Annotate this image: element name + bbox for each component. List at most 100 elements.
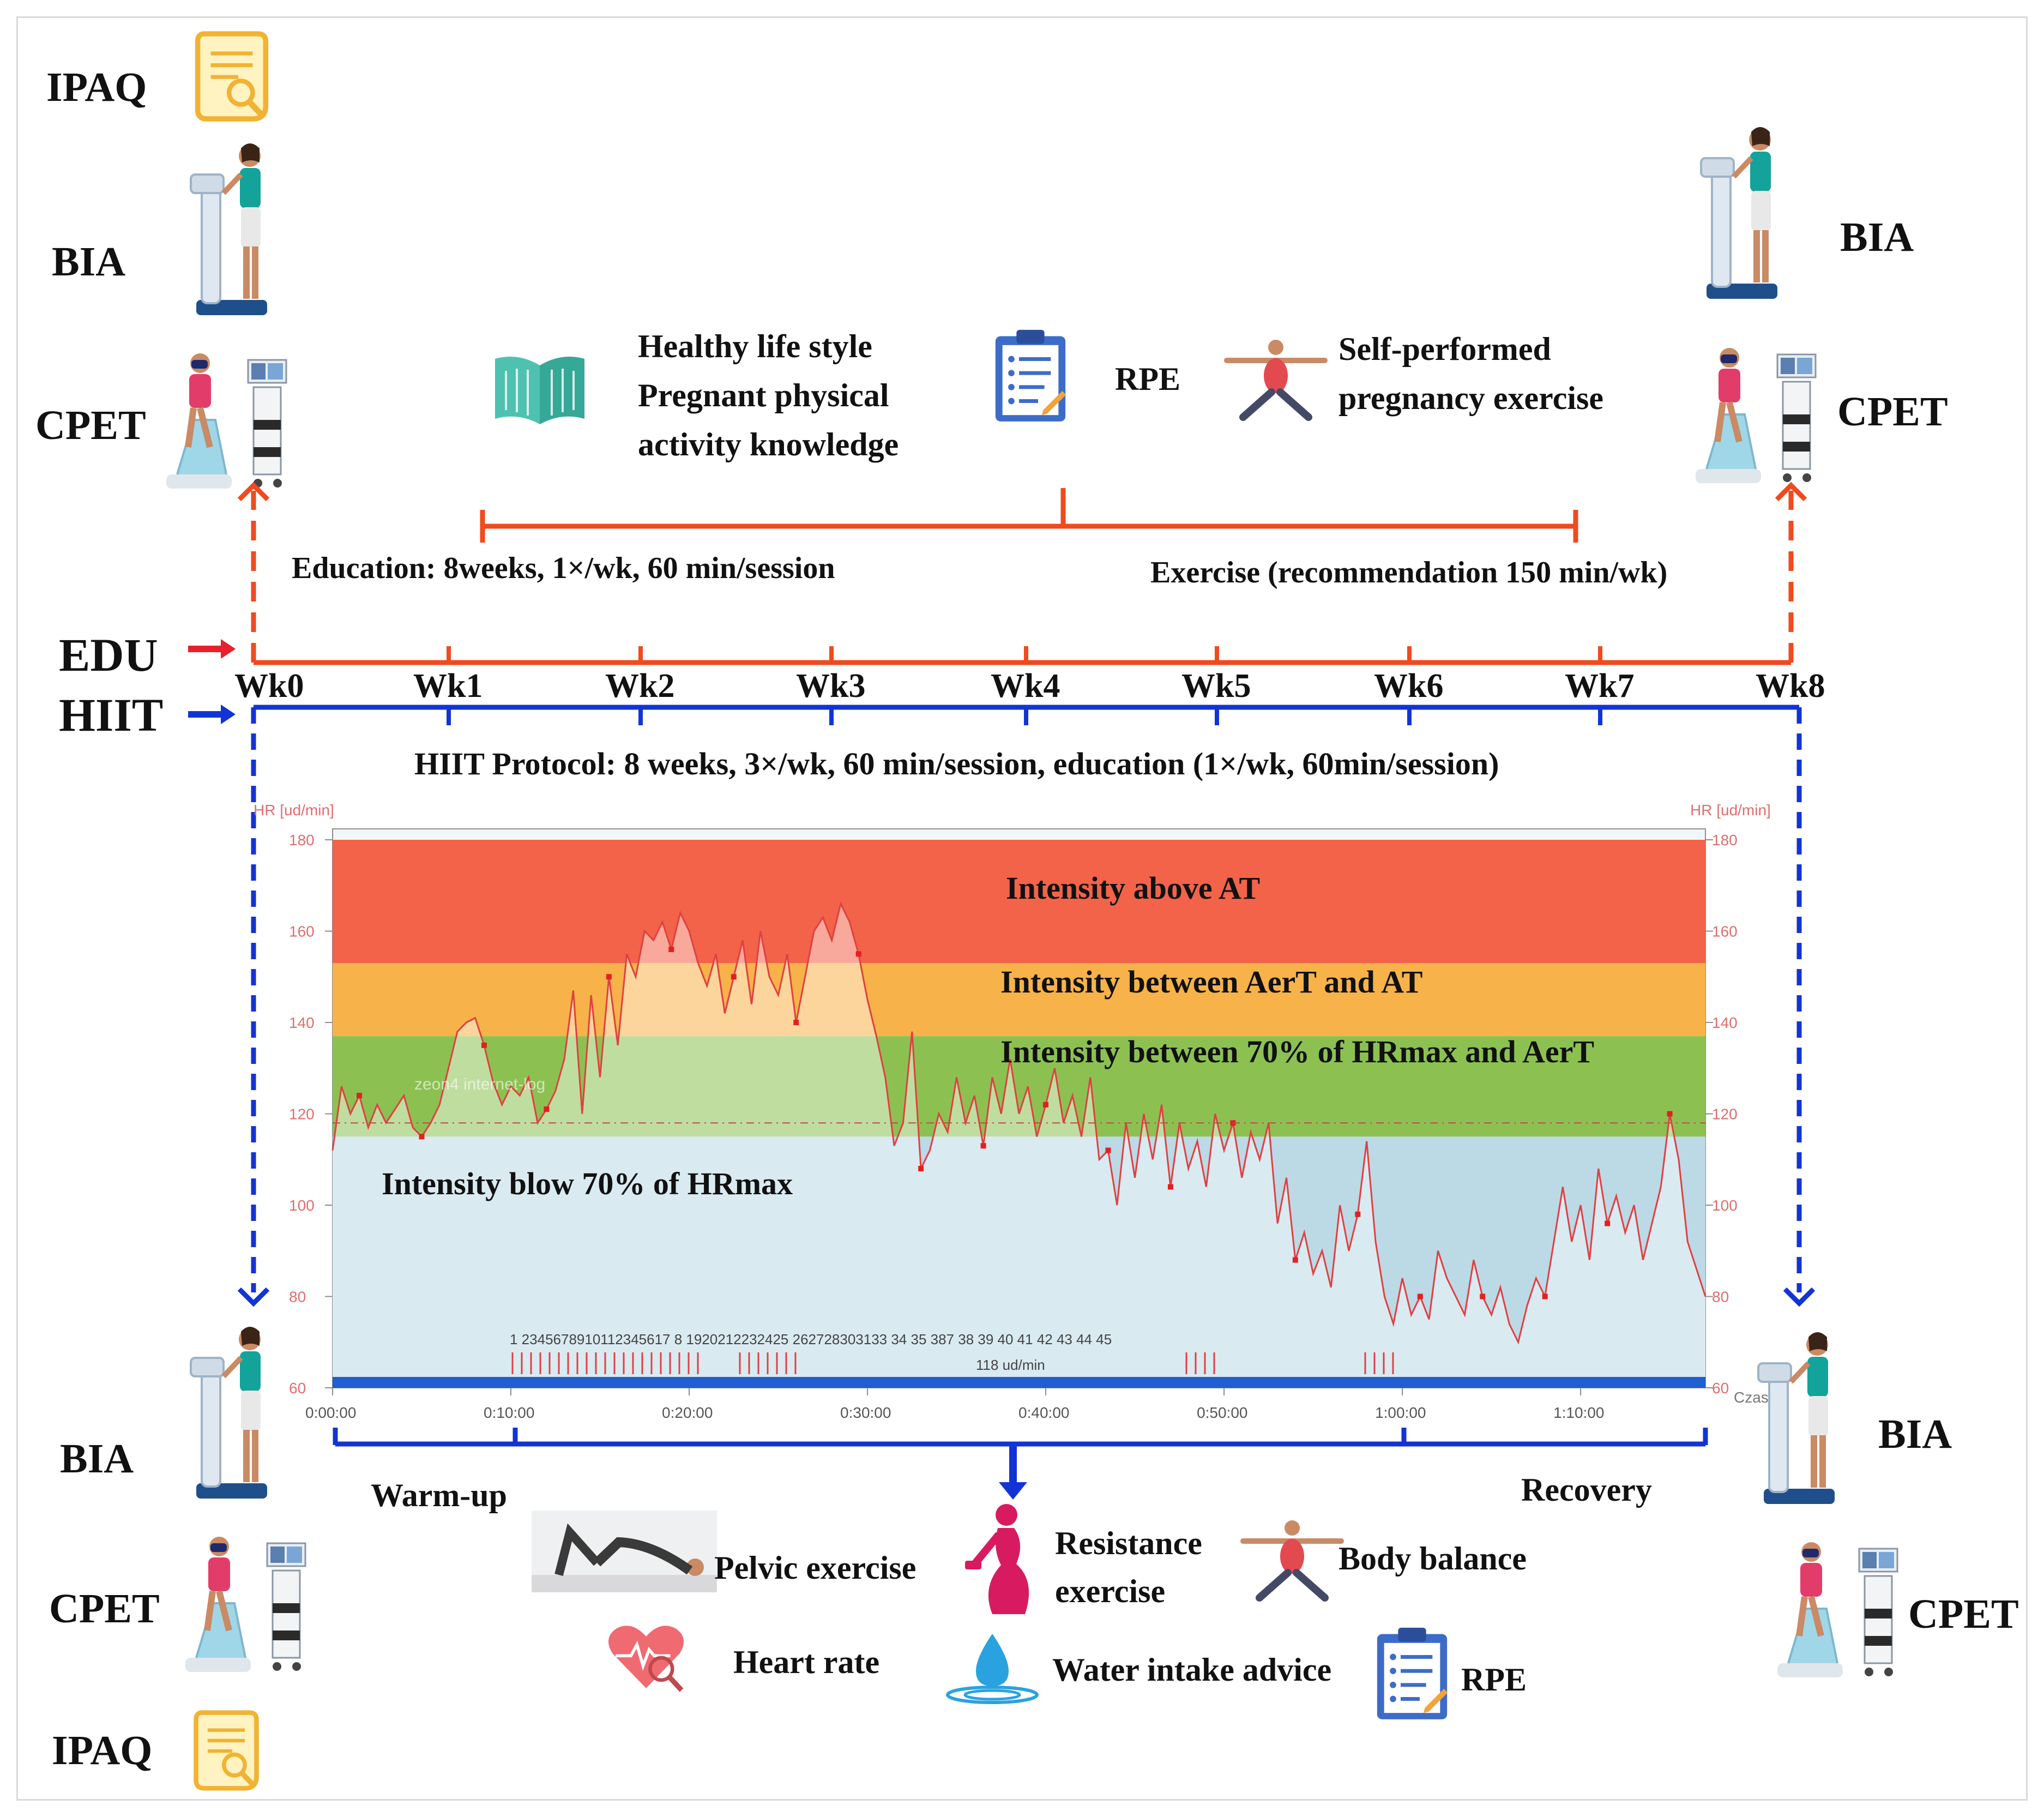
body-balance-icon xyxy=(1243,1520,1341,1598)
threshold-label: 118 ud/min xyxy=(976,1357,1045,1373)
heart-rate-marker-87 xyxy=(1105,1147,1111,1153)
week-label-wk1: Wk1 xyxy=(413,667,483,705)
topic-line-2: Pregnant physical xyxy=(638,377,889,413)
intensity-zone-0 xyxy=(333,840,1705,964)
topic-line-1: Healthy life style xyxy=(638,328,872,364)
edu-exercise-text: Exercise (recommendation 150 min/wk) xyxy=(1150,556,1667,589)
intensity-zone-2 xyxy=(333,1036,1705,1137)
cpet-label-top-left: CPET xyxy=(35,402,146,448)
bia-label-bottom-right: BIA xyxy=(1878,1411,1952,1457)
week-label-wk3: Wk3 xyxy=(796,667,865,705)
cpet-label-bottom-left: CPET xyxy=(49,1586,160,1632)
edu-arrow-to-cpet-left xyxy=(237,482,270,502)
clipboard-icon-bottom xyxy=(1377,1627,1448,1719)
y-tick-right-160: 160 xyxy=(1712,923,1738,940)
ipaq-label-top: IPAQ xyxy=(46,64,147,110)
recovery-label: Recovery xyxy=(1521,1472,1652,1508)
edu-arrow-to-cpet-right xyxy=(1775,482,1807,502)
clipboard-icon-top xyxy=(995,329,1066,422)
week-label-wk7: Wk7 xyxy=(1565,667,1634,705)
intensity-zone-3 xyxy=(333,1136,1705,1388)
heart-rate-marker-52 xyxy=(793,1020,799,1025)
bia-scale-icon-bottom-left xyxy=(191,1327,267,1499)
y-tick-left-160: 160 xyxy=(289,923,315,940)
pelvic-exercise-label: Pelvic exercise xyxy=(714,1550,916,1586)
heart-rate-marker-38 xyxy=(668,947,674,952)
hiit-protocol-text: HIIT Protocol: 8 weeks, 3×/wk, 60 min/se… xyxy=(414,746,1499,781)
y-tick-left-180: 180 xyxy=(289,832,315,849)
y-tick-right-180: 180 xyxy=(1712,832,1738,849)
y-tick-right-60: 60 xyxy=(1712,1380,1729,1397)
heart-rate-marker-45 xyxy=(731,974,737,980)
zone-label-2: Intensity between 70% of HRmax and AerT xyxy=(1000,1034,1594,1069)
bia-scale-icon-top-left xyxy=(191,143,267,315)
topic-line-3: activity knowledge xyxy=(638,426,899,462)
ipaq-label-bottom: IPAQ xyxy=(52,1728,152,1773)
lap-number-labels: 1 2345678910112345617 8 1920212232425 26… xyxy=(510,1331,1112,1347)
y-tick-right-100: 100 xyxy=(1712,1197,1738,1214)
heart-rate-line xyxy=(331,901,1707,1345)
x-tick-5: 0:50:00 xyxy=(1197,1404,1247,1421)
session-down-arrow-head xyxy=(999,1482,1027,1500)
bia-label-bottom-left: BIA xyxy=(60,1436,134,1482)
y-tick-left-80: 80 xyxy=(289,1289,306,1305)
y-tick-left-120: 120 xyxy=(289,1106,315,1123)
heart-rate-area xyxy=(333,904,1705,1388)
resistance-exercise-icon xyxy=(965,1504,1029,1614)
ipaq-doc-icon-bottom xyxy=(196,1713,257,1789)
resistance-line-1: Resistance xyxy=(1055,1525,1202,1561)
heart-rate-marker-10 xyxy=(419,1134,425,1140)
heart-rate-marker-3 xyxy=(357,1093,363,1098)
yoga-pose-icon-top xyxy=(1227,340,1325,417)
heart-rate-marker-24 xyxy=(544,1106,550,1112)
edu-arm-label: EDU xyxy=(59,629,158,681)
heart-rate-icon xyxy=(608,1626,684,1690)
heart-rate-marker-122 xyxy=(1417,1293,1423,1299)
heart-rate-marker-115 xyxy=(1355,1211,1361,1217)
hiit-arrow-to-bia-right xyxy=(1783,1287,1816,1307)
water-drop-icon xyxy=(948,1634,1037,1702)
x-tick-0: 0:00:00 xyxy=(305,1404,356,1421)
heart-rate-marker-17 xyxy=(481,1042,487,1048)
heart-rate-marker-129 xyxy=(1480,1293,1486,1299)
diagram-static-layer: IPAQBIACPETBIACPETBIACPETIPAQBIACPETHeal… xyxy=(35,34,2019,1788)
x-axis-label: Czas xyxy=(1734,1389,1769,1406)
x-tick-7: 1:10:00 xyxy=(1553,1404,1604,1421)
cpet-label-top-right: CPET xyxy=(1837,389,1948,435)
hiit-arrow-to-bia-left xyxy=(237,1287,270,1307)
week-label-wk5: Wk5 xyxy=(1181,667,1251,705)
pelvic-exercise-icon xyxy=(532,1511,717,1592)
heart-rate-marker-59 xyxy=(855,951,861,957)
zone-label-3: Intensity blow 70% of HRmax xyxy=(382,1166,793,1201)
y-axis-label-left: HR [ud/min] xyxy=(254,802,334,819)
x-tick-4: 0:40:00 xyxy=(1018,1404,1069,1421)
cpet-label-bottom-right: CPET xyxy=(1908,1591,2019,1637)
week-label-wk6: Wk6 xyxy=(1374,667,1443,705)
rpe-label-bottom: RPE xyxy=(1461,1662,1527,1698)
self-exercise-line-1: Self-performed xyxy=(1338,331,1551,367)
week-label-wk2: Wk2 xyxy=(605,667,674,705)
y-tick-left-100: 100 xyxy=(289,1197,315,1214)
heart-rate-marker-94 xyxy=(1167,1184,1173,1190)
heart-rate-marker-136 xyxy=(1542,1293,1548,1299)
figure-frame xyxy=(16,16,2028,1801)
warmup-label: Warm-up xyxy=(371,1477,507,1513)
zone-label-0: Intensity above AT xyxy=(1006,870,1260,906)
intensity-zone-1 xyxy=(333,963,1705,1037)
y-tick-left-140: 140 xyxy=(289,1014,315,1031)
x-tick-2: 0:20:00 xyxy=(662,1404,713,1421)
heart-rate-marker-80 xyxy=(1043,1102,1049,1108)
x-tick-1: 0:10:00 xyxy=(484,1404,534,1421)
bia-label-top-right: BIA xyxy=(1840,214,1914,260)
y-axis-label-right: HR [ud/min] xyxy=(1690,802,1771,819)
bia-scale-icon-top-right xyxy=(1701,127,1777,299)
heart-rate-marker-66 xyxy=(918,1166,924,1171)
heart-rate-marker-108 xyxy=(1292,1257,1298,1263)
week-label-wk4: Wk4 xyxy=(991,667,1060,705)
bia-scale-icon-bottom-right xyxy=(1758,1332,1835,1504)
edu-arm-arrow-head xyxy=(221,639,236,659)
week-label-wk0: Wk0 xyxy=(234,667,304,705)
ipaq-doc-icon-top xyxy=(198,34,266,119)
cpet-bike-icon-top-right xyxy=(1696,348,1816,483)
